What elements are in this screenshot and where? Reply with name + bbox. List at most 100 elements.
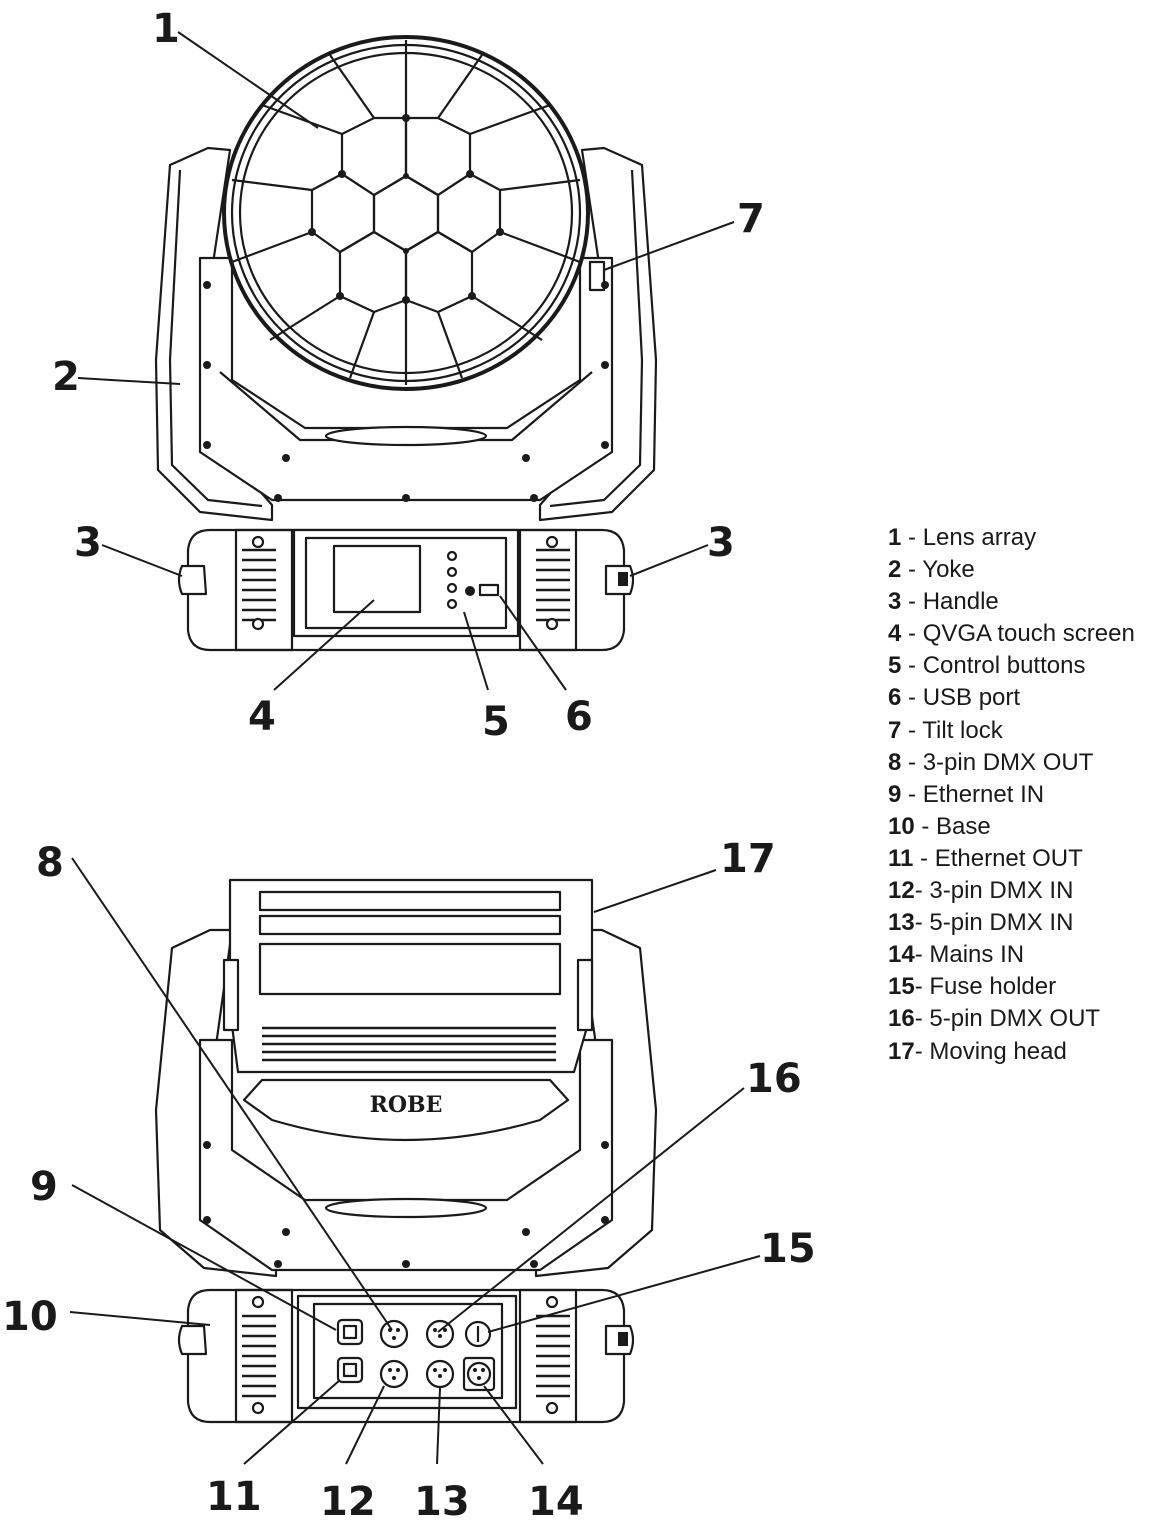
legend-separator: - — [901, 588, 923, 616]
usb-port — [478, 583, 500, 597]
rear-yoke — [154, 928, 658, 1278]
legend-separator: - — [914, 1037, 930, 1065]
legend-item-5: 5 - Control buttons — [888, 650, 1166, 682]
legend-item-12: 12- 3-pin DMX IN — [888, 875, 1166, 907]
callout-13: 13 — [414, 1479, 470, 1520]
callout-9: 9 — [30, 1164, 58, 1210]
legend-label: Tilt lock — [922, 716, 1003, 744]
callout-4: 4 — [248, 694, 276, 740]
legend-item-14: 14- Mains IN — [888, 939, 1166, 971]
callout-2: 2 — [52, 354, 80, 400]
leader-lines — [69, 31, 761, 1465]
legend-label: Yoke — [922, 556, 975, 584]
legend-separator: - — [901, 684, 923, 712]
front-yoke — [154, 146, 658, 522]
callout-11: 11 — [206, 1474, 262, 1520]
callout-7: 7 — [737, 196, 765, 242]
legend-label: Control buttons — [922, 652, 1086, 680]
legend-item-13: 13- 5-pin DMX IN — [888, 907, 1166, 939]
legend-separator: - — [914, 941, 930, 969]
legend-item-17: 17- Moving head — [888, 1036, 1166, 1068]
legend-item-11: 11 - Ethernet OUT — [888, 843, 1166, 875]
callout-numbers: 1 2 3 3 4 5 6 7 8 9 10 11 12 13 14 15 16… — [2, 6, 816, 1520]
legend-label: Handle — [922, 588, 999, 616]
touch-screen — [332, 544, 422, 614]
legend-item-7: 7 - Tilt lock — [888, 715, 1166, 747]
legend-item-2: 2 - Yoke — [888, 554, 1166, 586]
legend-separator: - — [914, 877, 930, 905]
legend-number: 17 — [888, 1037, 915, 1065]
dmx-3pin-out — [379, 1319, 409, 1349]
legend-item-15: 15- Fuse holder — [888, 971, 1166, 1003]
legend-number: 16 — [888, 1005, 915, 1033]
legend-item-1: 1 - Lens array — [888, 522, 1166, 554]
legend-label: Moving head — [929, 1037, 1067, 1065]
callout-3-right: 3 — [707, 520, 735, 566]
legend-separator: - — [914, 1005, 930, 1033]
lens-array — [222, 35, 590, 391]
legend-item-8: 8 - 3-pin DMX OUT — [888, 747, 1166, 779]
legend-separator: - — [901, 748, 923, 776]
legend-number: 14 — [888, 941, 915, 969]
callout-16: 16 — [746, 1056, 802, 1102]
head-vents — [262, 1026, 556, 1062]
legend-separator: - — [901, 716, 923, 744]
legend-separator: - — [913, 844, 935, 872]
legend-label: Base — [936, 812, 991, 840]
callout-17: 17 — [720, 836, 776, 882]
legend-label: Mains IN — [929, 941, 1025, 969]
legend-label: 3-pin DMX IN — [929, 877, 1074, 905]
legend-item-10: 10 - Base — [888, 811, 1166, 843]
legend-number: 7 — [888, 716, 902, 744]
legend-item-4: 4 - QVGA touch screen — [888, 618, 1166, 650]
callout-6: 6 — [565, 694, 593, 740]
legend-item-16: 16- 5-pin DMX OUT — [888, 1003, 1166, 1035]
logo-text: ROBE — [370, 1092, 443, 1118]
legend-number: 8 — [888, 748, 902, 776]
legend-separator: - — [901, 620, 923, 648]
dmx-3pin-in — [379, 1359, 409, 1389]
legend-separator: - — [901, 652, 923, 680]
moving-head: ROBE — [222, 878, 594, 1142]
rear-base — [177, 1288, 635, 1424]
legend-label: USB port — [922, 684, 1021, 712]
legend-separator: - — [914, 973, 930, 1001]
legend-number: 9 — [888, 780, 902, 808]
legend-number: 6 — [888, 684, 902, 712]
legend-number: 3 — [888, 588, 902, 616]
legend-number: 13 — [888, 909, 915, 937]
legend-label: Lens array — [922, 524, 1037, 551]
callout-10: 10 — [2, 1294, 58, 1340]
legend-separator: - — [901, 556, 923, 584]
callout-14: 14 — [528, 1479, 584, 1520]
connector-panel — [336, 1318, 496, 1392]
legend-number: 11 — [888, 844, 914, 872]
handle-left — [177, 564, 208, 596]
callout-5: 5 — [482, 699, 510, 745]
legend-number: 5 — [888, 652, 902, 680]
legend-label: QVGA touch screen — [922, 620, 1135, 648]
legend-item-3: 3 - Handle — [888, 586, 1166, 618]
legend-label: Ethernet OUT — [934, 844, 1083, 872]
callout-3-left: 3 — [74, 520, 102, 566]
legend-number: 2 — [888, 556, 902, 584]
legend-number: 12 — [888, 877, 915, 905]
legend-separator: - — [914, 909, 930, 937]
legend-separator: - — [901, 524, 923, 551]
legend-number: 15 — [888, 973, 915, 1001]
legend-item-6: 6 - USB port — [888, 682, 1166, 714]
front-view — [154, 35, 658, 652]
legend-label: 5-pin DMX IN — [929, 909, 1074, 937]
front-base — [177, 528, 635, 652]
legend-item-9: 9 - Ethernet IN — [888, 779, 1166, 811]
legend-separator: - — [901, 780, 923, 808]
rear-view: ROBE — [154, 878, 658, 1424]
legend-label: 5-pin DMX OUT — [929, 1005, 1101, 1033]
callout-15: 15 — [760, 1226, 816, 1272]
legend-number: 10 — [888, 812, 915, 840]
callout-1: 1 — [152, 6, 180, 52]
callout-12: 12 — [320, 1479, 376, 1520]
legend-label: Ethernet IN — [922, 780, 1045, 808]
